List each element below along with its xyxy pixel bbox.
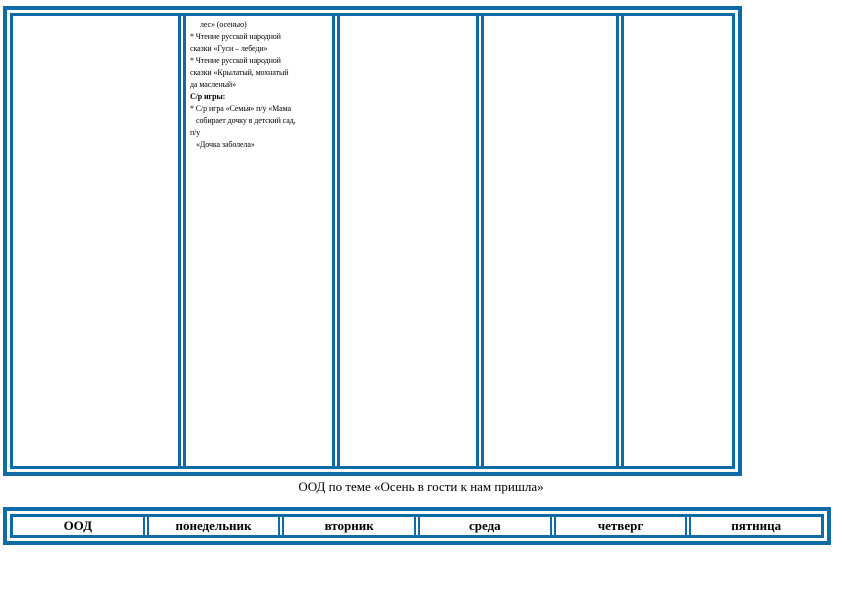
activity-table-continued: лес» (осенью) * Чтение русской народной …: [3, 6, 742, 476]
cell-line: сказки «Гуси – лебеди»: [190, 44, 268, 53]
cell-line: п/у: [190, 128, 201, 137]
cell-line: собирает дочку в детский сад,: [196, 116, 296, 125]
header-cell-ood: ООД: [63, 518, 93, 533]
cell-line-heading: С/р игры:: [190, 92, 226, 101]
table-column-4: [476, 16, 616, 466]
cell-line: да масленый»: [190, 80, 237, 89]
cell-line: * Чтение русской народной: [190, 32, 281, 41]
header-cell-monday: понедельник: [142, 517, 279, 535]
header-cell-friday: пятница: [685, 517, 821, 535]
header-cell-tuesday: вторник: [278, 517, 414, 535]
cell-line: лес» (осенью): [200, 20, 247, 29]
table-column-3: [332, 16, 476, 466]
table-column-2: лес» (осенью) * Чтение русской народной …: [178, 16, 332, 466]
cell-text-block: лес» (осенью) * Чтение русской народной …: [186, 16, 332, 151]
activity-table-inner: лес» (осенью) * Чтение русской народной …: [10, 13, 735, 469]
table-column-5: [616, 16, 732, 466]
header-cell-wednesday: среда: [414, 517, 550, 535]
cell-line: «Дочка заболела»: [196, 140, 255, 149]
cell-line: * Чтение русской народной: [190, 56, 281, 65]
weekday-header-row: ООД понедельник вторник среда четверг пя…: [10, 514, 824, 538]
table-column-1: [13, 16, 178, 466]
weekday-header-table: ООД понедельник вторник среда четверг пя…: [3, 507, 831, 545]
header-cell-thursday: четверг: [549, 517, 686, 535]
cell-line: * С/р игра «Семья» п/у «Мама: [190, 104, 291, 113]
cell-line: сказки «Крылатый, мохнатый: [190, 68, 289, 77]
section-caption: ООД по теме «Осень в гости к нам пришла»: [298, 479, 544, 494]
